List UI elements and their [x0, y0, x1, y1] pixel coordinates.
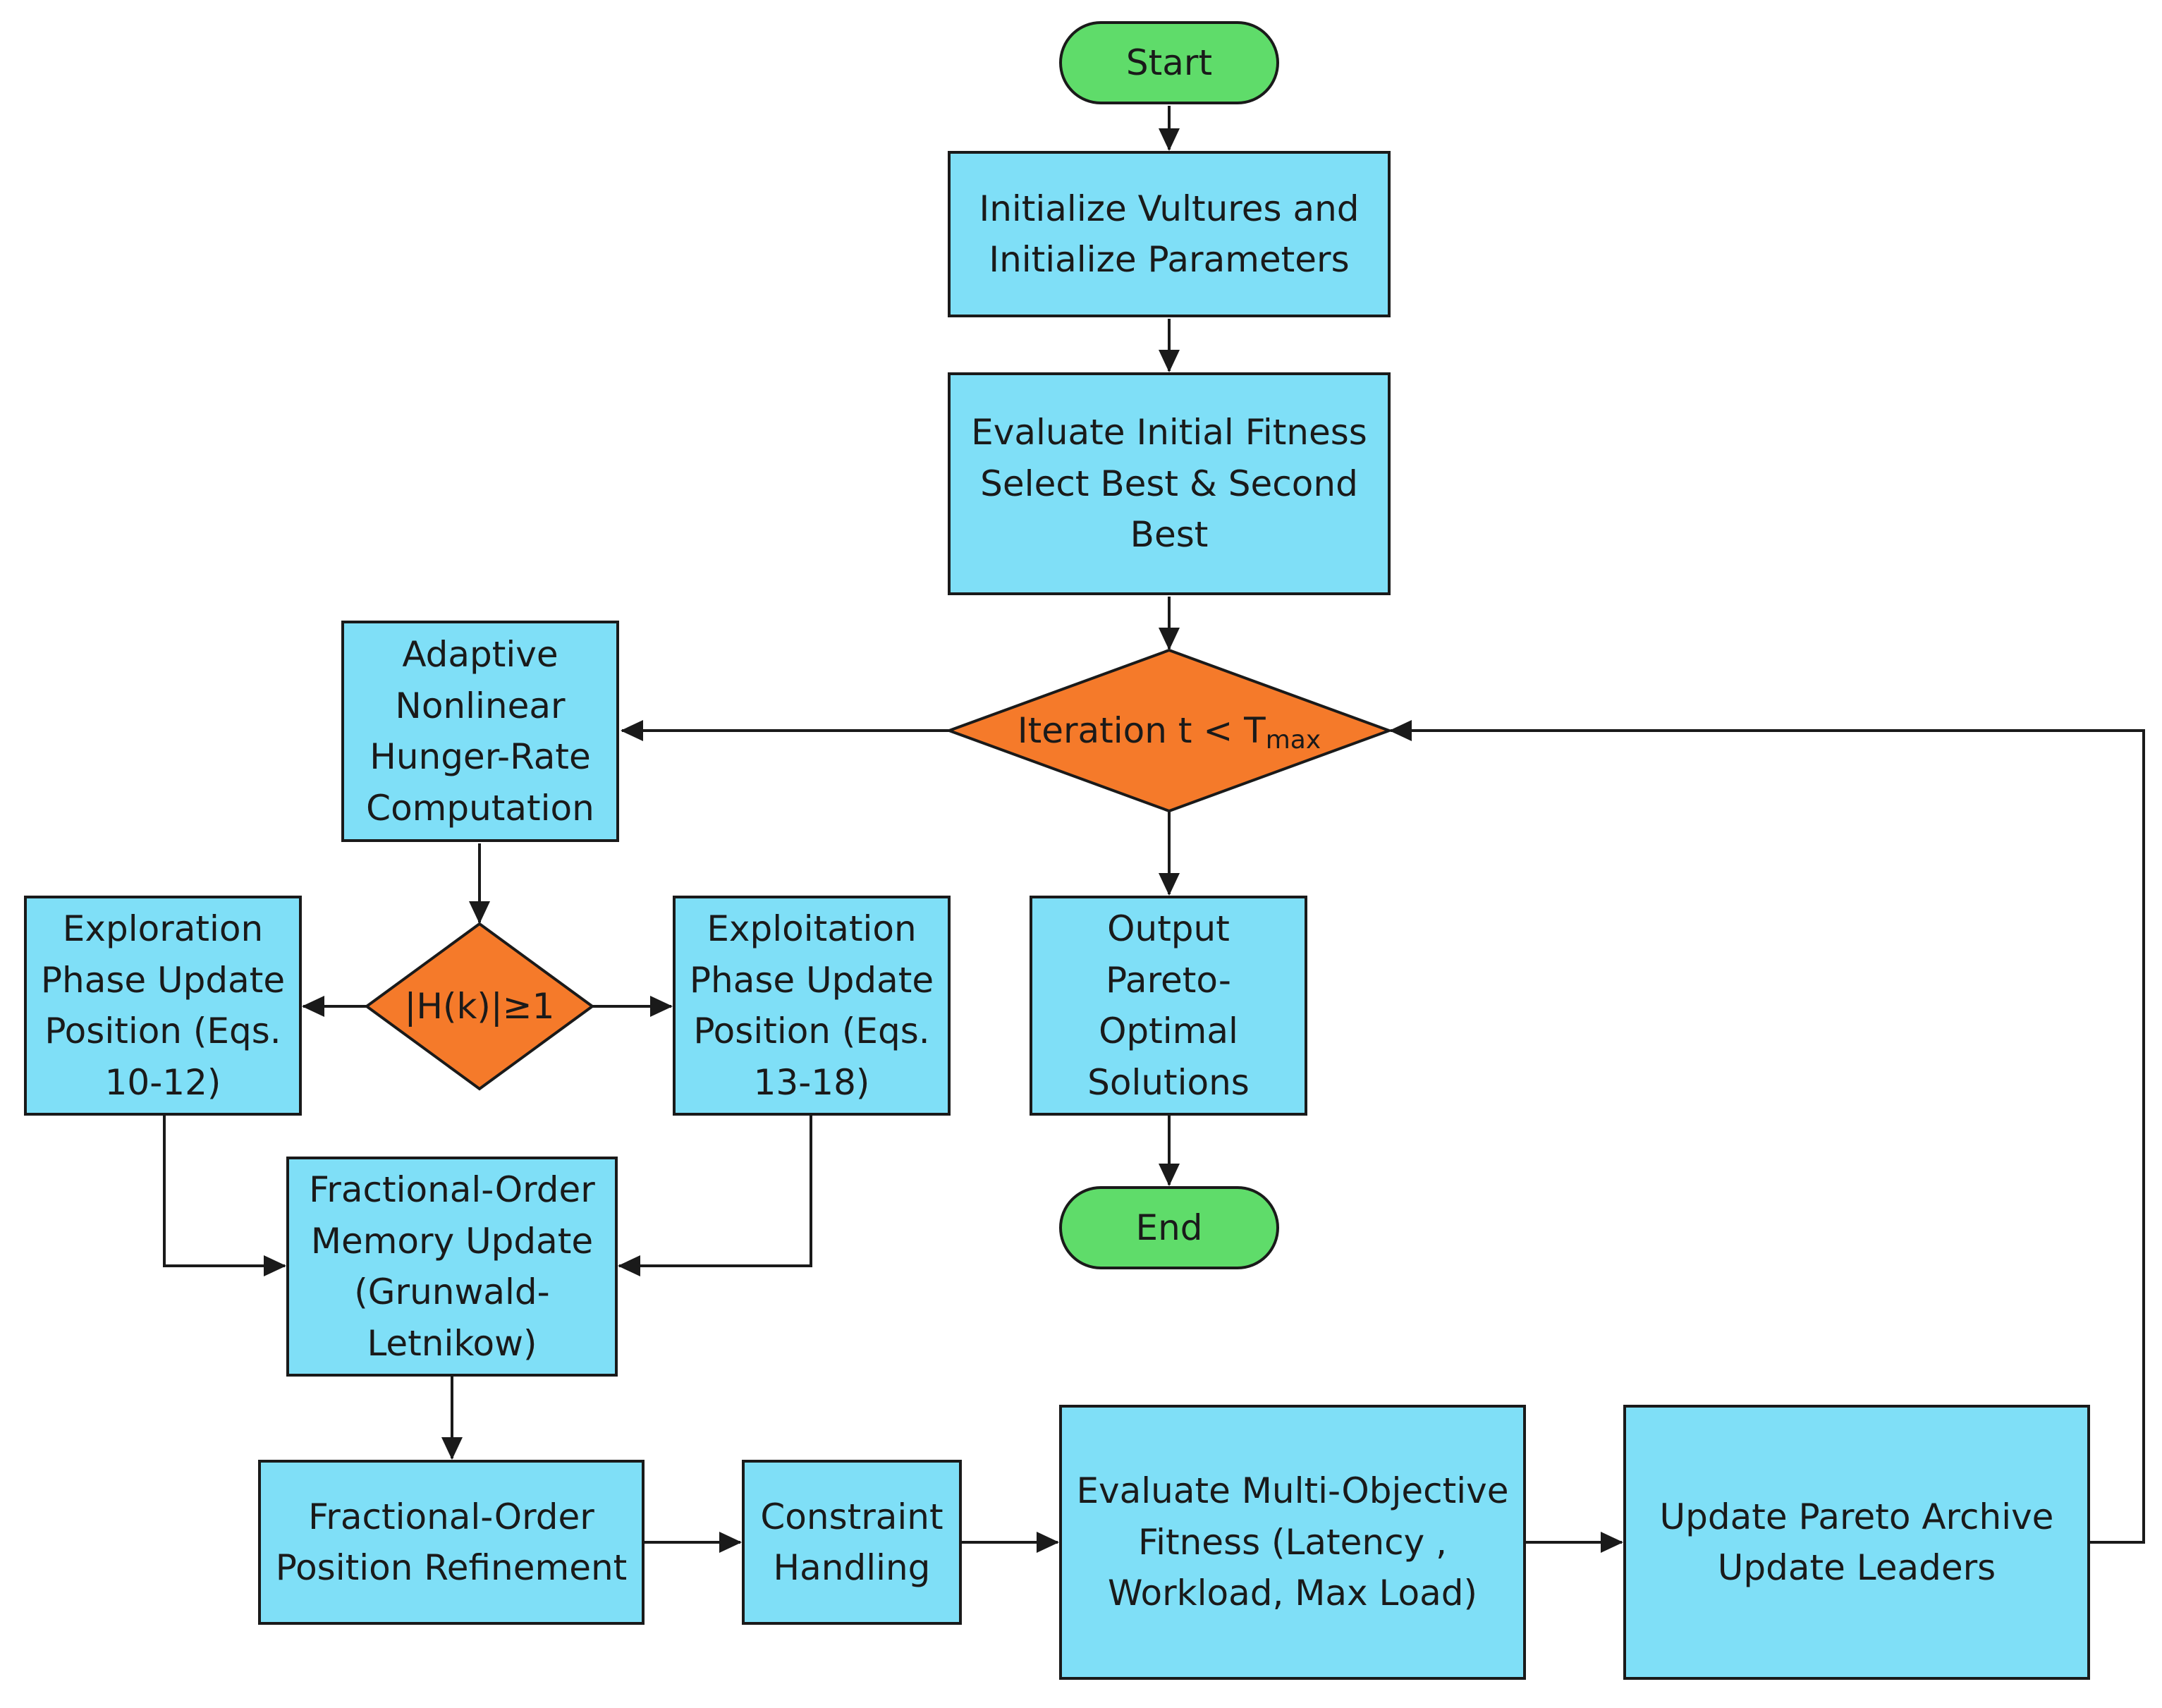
h-check-decision: |H(k)|≥1	[395, 973, 564, 1039]
position-refinement-box: Fractional-Order Position Refinement	[258, 1460, 645, 1625]
iteration-decision-label: Iteration t < Tmax	[1017, 710, 1321, 755]
exploitation-label: Exploitation Phase Update Position (Eqs.…	[689, 908, 934, 1103]
position-refinement-label: Fractional-Order Position Refinement	[275, 1496, 628, 1589]
output-label: Output Pareto- Optimal Solutions	[1087, 908, 1250, 1103]
evaluate-initial-box: Evaluate Initial Fitness Select Best & S…	[948, 372, 1391, 595]
constraint-box: Constraint Handling	[742, 1460, 962, 1625]
start-terminal: Start	[1059, 21, 1279, 104]
update-pareto-box: Update Pareto Archive Update Leaders	[1623, 1405, 2090, 1680]
end-terminal: End	[1059, 1186, 1279, 1269]
constraint-label: Constraint Handling	[760, 1496, 943, 1589]
arrow-exploitation-to-memory	[618, 1116, 812, 1276]
h-check-decision-shape	[364, 922, 595, 1091]
output-box: Output Pareto- Optimal Solutions	[1030, 896, 1307, 1116]
iteration-decision-text: Iteration t < T	[1017, 710, 1266, 751]
hunger-rate-label: Adaptive Nonlinear Hunger-Rate Computati…	[366, 634, 594, 829]
start-label: Start	[1125, 42, 1213, 83]
h-check-label: |H(k)|≥1	[404, 986, 555, 1027]
evaluate-multi-box: Evaluate Multi-Objective Fitness (Latenc…	[1059, 1405, 1526, 1680]
evaluate-multi-label: Evaluate Multi-Objective Fitness (Latenc…	[1076, 1470, 1509, 1614]
arrow-exploration-to-memory	[163, 1116, 286, 1276]
memory-update-label: Fractional-Order Memory Update (Grunwald…	[309, 1169, 595, 1364]
update-pareto-label: Update Pareto Archive Update Leaders	[1659, 1496, 2054, 1589]
hunger-rate-box: Adaptive Nonlinear Hunger-Rate Computati…	[341, 621, 619, 842]
exploration-label: Exploration Phase Update Position (Eqs. …	[40, 908, 286, 1103]
evaluate-initial-label: Evaluate Initial Fitness Select Best & S…	[971, 412, 1367, 556]
exploitation-box: Exploitation Phase Update Position (Eqs.…	[673, 896, 951, 1116]
iteration-decision: Iteration t < Tmax	[987, 691, 1351, 770]
end-label: End	[1135, 1207, 1203, 1248]
init-box: Initialize Vultures and Initialize Param…	[948, 151, 1391, 317]
init-label: Initialize Vultures and Initialize Param…	[979, 188, 1360, 281]
memory-update-box: Fractional-Order Memory Update (Grunwald…	[286, 1157, 618, 1377]
arrow-pareto-loop-to-iteration	[1389, 720, 2145, 1544]
iteration-decision-subscript: max	[1265, 726, 1321, 755]
exploration-box: Exploration Phase Update Position (Eqs. …	[24, 896, 302, 1116]
